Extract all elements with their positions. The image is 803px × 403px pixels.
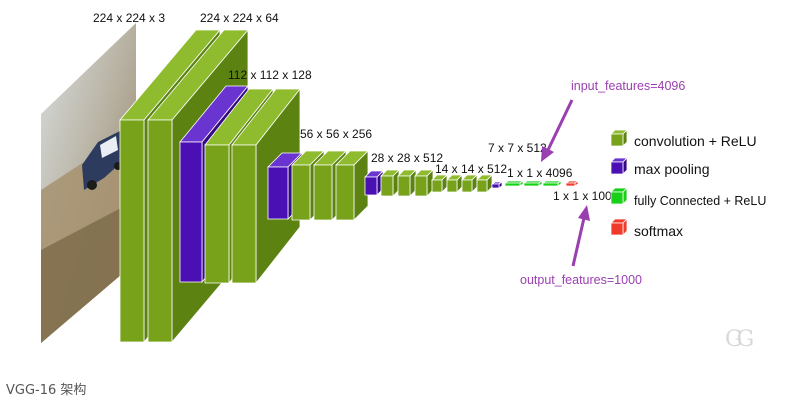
legend-item-fc: fully Connected + ReLU (610, 187, 766, 208)
input-features-annotation: input_features=4096 (541, 79, 685, 162)
input-features-arrow (546, 99, 574, 151)
conv3-3-block-front (335, 164, 355, 221)
dim-label-pool5: 7 x 7 x 512 (488, 141, 547, 155)
legend-cube-0 (610, 129, 628, 147)
conv1-1-block-front (119, 119, 145, 343)
gfg-logo: GG (725, 327, 753, 352)
purple-cube-icon (610, 157, 628, 175)
conv3-1-block-front (291, 164, 311, 221)
conv5-3-block-front (461, 179, 473, 193)
legend-label-pool: max pooling (634, 161, 710, 177)
pool2-block-front (267, 166, 289, 220)
input-features-arrowhead-icon (541, 146, 554, 162)
dim-label-block4: 28 x 28 x 512 (371, 151, 443, 165)
dim-label-fc: 1 x 1 x 4096 (507, 166, 573, 180)
conv5-4-block-front (476, 179, 488, 193)
dim-label-block5: 14 x 14 x 512 (435, 162, 507, 176)
output-features-arrow (571, 217, 586, 267)
input-features-label: input_features=4096 (571, 79, 685, 93)
pool3-block (364, 170, 384, 196)
conv4-2-block (397, 169, 417, 197)
fc3-block (541, 180, 563, 187)
conv3-2-block-front (313, 164, 333, 221)
legend-item-softmax: softmax (610, 218, 683, 239)
output-features-annotation: output_features=1000 (520, 205, 642, 287)
legend-cube-1 (610, 157, 628, 175)
dim-label-input: 224 x 224 x 3 (93, 11, 165, 25)
legend-label-conv: convolution + ReLU (634, 133, 757, 149)
dimension-labels: 224 x 224 x 3 224 x 224 x 64 112 x 112 x… (93, 11, 619, 203)
network-layers (119, 28, 580, 344)
legend-cube-3-front (610, 222, 624, 236)
legend-cube-2-front (610, 191, 624, 205)
figure-caption: VGG-16 架构 (6, 383, 87, 398)
dim-label-output: 1 x 1 x 1000 (553, 189, 619, 203)
legend-cube-1-front (610, 161, 624, 175)
conv5-2-block-front (446, 179, 458, 193)
red-cube-icon (610, 218, 628, 236)
conv4-3-block (414, 169, 434, 197)
bright-green-cube-icon (610, 187, 628, 205)
fc3-block-front (542, 182, 559, 187)
conv5-3-block (461, 174, 478, 193)
conv4-3-block-front (414, 175, 428, 197)
legend-item-pool: max pooling (610, 157, 710, 177)
conv1-2-block-front (147, 119, 173, 343)
legend-cube-2 (610, 187, 628, 205)
legend-cube-0-front (610, 133, 624, 147)
pool3-block-front (364, 176, 378, 196)
conv2-1-block-front (204, 144, 230, 284)
pool1-block-front (179, 141, 203, 283)
input-image (41, 23, 136, 343)
conv2-2-block-front (231, 144, 257, 284)
conv5-4-block (476, 174, 493, 193)
dim-label-block2: 112 x 112 x 128 (228, 68, 312, 82)
output-features-label: output_features=1000 (520, 273, 642, 287)
dim-label-block1: 224 x 224 x 64 (200, 11, 279, 25)
dim-label-block3: 56 x 56 x 256 (300, 127, 372, 141)
conv5-1-block (431, 174, 448, 193)
conv3-3-block (335, 150, 369, 221)
legend-label-softmax: softmax (634, 223, 683, 239)
softmax-block (564, 180, 580, 187)
fc1-block (503, 180, 525, 187)
fc2-block (522, 180, 544, 187)
legend-label-fc: fully Connected + ReLU (634, 194, 766, 208)
softmax-block-front (565, 182, 576, 187)
conv5-2-block (446, 174, 463, 193)
green-cube-icon (610, 129, 628, 147)
pool5-block (490, 181, 504, 189)
pool5-block-front (491, 183, 500, 189)
fc1-block-front (504, 182, 521, 187)
conv4-1-block (380, 169, 400, 197)
output-features-arrowhead-icon (578, 205, 590, 221)
legend: convolution + ReLU max pooling fully Con… (610, 129, 766, 239)
legend-item-conv: convolution + ReLU (610, 129, 757, 149)
conv4-2-block-front (397, 175, 411, 197)
conv4-1-block-front (380, 175, 394, 197)
legend-cube-3 (610, 218, 628, 236)
fc2-block-front (523, 182, 540, 187)
conv5-1-block-front (431, 179, 443, 193)
